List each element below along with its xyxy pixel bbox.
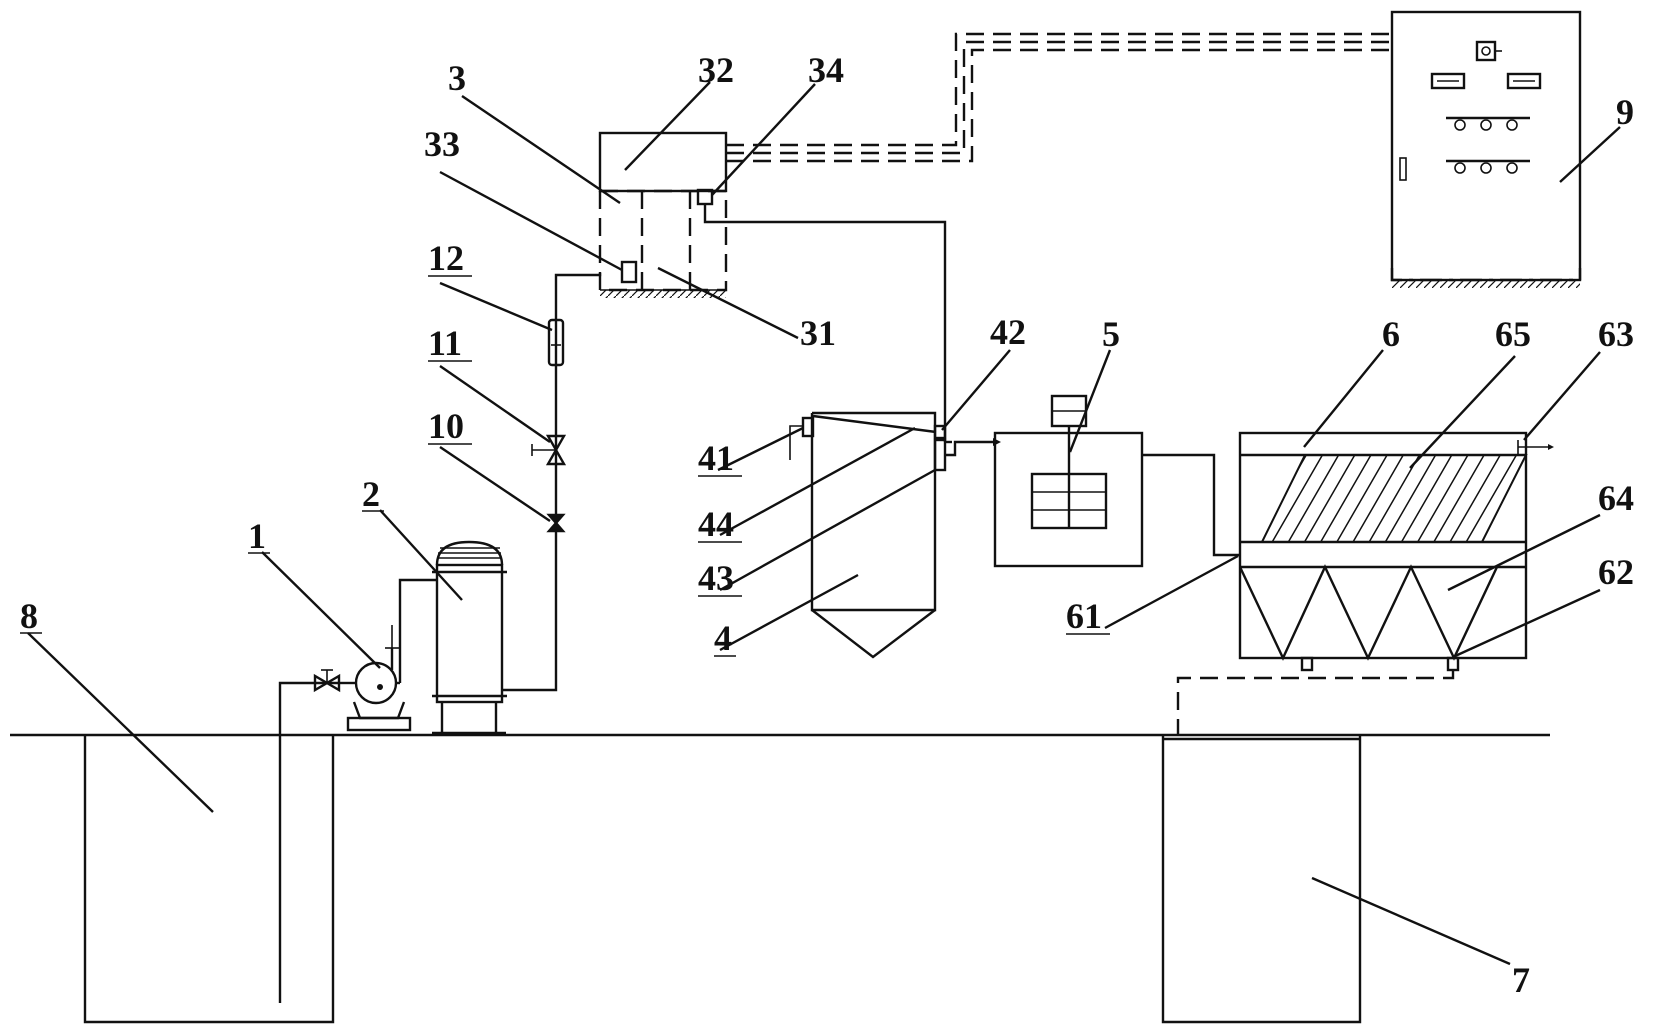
label-44: 44	[698, 504, 734, 544]
label-62: 62	[1598, 552, 1634, 592]
valve-10	[546, 513, 566, 533]
raw-water-pit-8	[83, 681, 340, 1024]
reactor-4	[789, 411, 1001, 659]
label-64: 64	[1598, 478, 1634, 518]
leader-lines	[27, 81, 1621, 966]
signal-cables	[726, 32, 1392, 163]
label-65: 65	[1495, 314, 1531, 354]
label-3: 3	[448, 58, 466, 98]
label-33: 33	[424, 124, 460, 164]
label-42: 42	[990, 312, 1026, 352]
label-63: 63	[1598, 314, 1634, 354]
label-41: 41	[698, 438, 734, 478]
control-cabinet-9	[1390, 10, 1582, 288]
label-43: 43	[698, 558, 734, 598]
label-1: 1	[248, 516, 266, 556]
rotameter-12	[547, 318, 565, 367]
label-10: 10	[428, 406, 464, 446]
sludge-tank-7	[1161, 735, 1362, 1024]
label-9: 9	[1616, 92, 1634, 132]
label-11: 11	[428, 323, 462, 363]
label-61: 61	[1066, 596, 1102, 636]
sedimentation-tank-6	[1176, 431, 1554, 735]
label-31: 31	[800, 313, 836, 353]
valve-11	[531, 434, 567, 466]
label-8: 8	[20, 596, 38, 636]
mixing-tank-5	[993, 394, 1240, 568]
component-labels: 1 2 3 32 34 33 12 11 10 31 42 41 44 43 4…	[20, 50, 1634, 1000]
label-34: 34	[808, 50, 844, 90]
pump-1	[313, 578, 438, 732]
label-12: 12	[428, 238, 464, 278]
label-5: 5	[1102, 314, 1120, 354]
label-32: 32	[698, 50, 734, 90]
label-7: 7	[1512, 960, 1530, 1000]
dosing-unit-3	[598, 131, 947, 442]
label-6: 6	[1382, 314, 1400, 354]
label-2: 2	[362, 474, 380, 514]
label-4: 4	[714, 618, 732, 658]
